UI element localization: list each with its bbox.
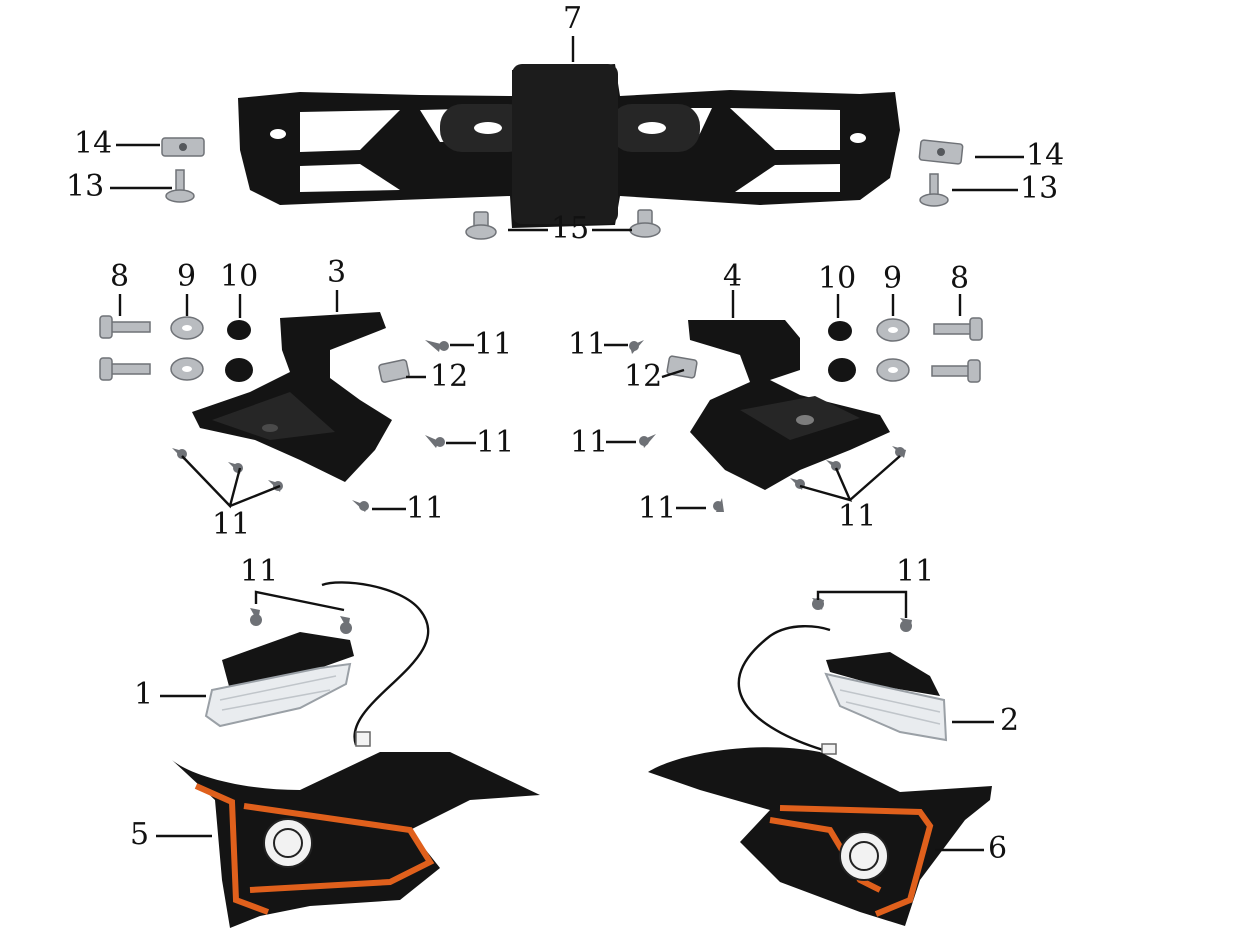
turn-signal-part-1 (204, 581, 430, 747)
callout-11-b: 11 (476, 425, 515, 460)
callout-13-left: 13 (66, 169, 105, 204)
callout-11-e: 11 (568, 327, 607, 362)
screw-part-13-right (919, 173, 949, 207)
callout-1: 1 (134, 677, 154, 712)
callout-11-a: 11 (474, 327, 513, 362)
bracket-frame-part-7 (238, 64, 900, 228)
callout-11-g: 11 (638, 491, 677, 526)
bolt-part-8-right (931, 317, 983, 383)
callout-11-i: 11 (240, 554, 279, 589)
callout-9-left: 9 (177, 259, 197, 294)
bolt-part-8-left (99, 315, 151, 381)
callout-3: 3 (327, 255, 347, 290)
callout-7: 7 (563, 1, 583, 36)
callout-11-j: 11 (896, 554, 935, 589)
turn-signal-part-2 (737, 625, 948, 755)
clip-nut-part-14-left (161, 137, 205, 157)
mounting-bracket-part-4 (688, 320, 890, 490)
rubber-washer-part-10-right (828, 321, 856, 382)
washer-part-9-left (170, 316, 204, 381)
callout-8-right: 8 (950, 261, 970, 296)
bolt-part-15-right (629, 209, 661, 238)
callout-12-left: 12 (430, 359, 469, 394)
callout-8-left: 8 (110, 259, 130, 294)
callout-12-right: 12 (624, 359, 663, 394)
leader-lines (110, 36, 1024, 852)
callout-2: 2 (1000, 703, 1020, 738)
screw-part-13-left (165, 169, 195, 203)
mounting-bracket-part-3 (192, 312, 392, 482)
clip-nut-part-14-right (918, 139, 964, 165)
callout-6: 6 (988, 831, 1008, 866)
callout-10-left: 10 (220, 259, 259, 294)
callout-11-h: 11 (838, 499, 877, 534)
clip-nut-part-12-left (378, 359, 410, 383)
bolt-part-15-left (465, 211, 497, 240)
callout-5: 5 (130, 817, 150, 852)
washer-part-9-right (876, 318, 910, 382)
callout-4: 4 (723, 259, 743, 294)
callout-14-right: 14 (1026, 138, 1065, 173)
callout-15: 15 (551, 211, 590, 246)
callout-13-right: 13 (1020, 171, 1059, 206)
callout-11-f: 11 (570, 425, 609, 460)
callout-14-left: 14 (74, 126, 113, 161)
side-cover-part-5 (172, 752, 540, 928)
callout-9-right: 9 (883, 261, 903, 296)
rubber-washer-part-10-left (225, 320, 253, 382)
callout-11-d: 11 (212, 507, 251, 542)
callout-10-right: 10 (818, 261, 857, 296)
callout-11-c: 11 (406, 491, 445, 526)
side-cover-part-6 (648, 747, 992, 926)
